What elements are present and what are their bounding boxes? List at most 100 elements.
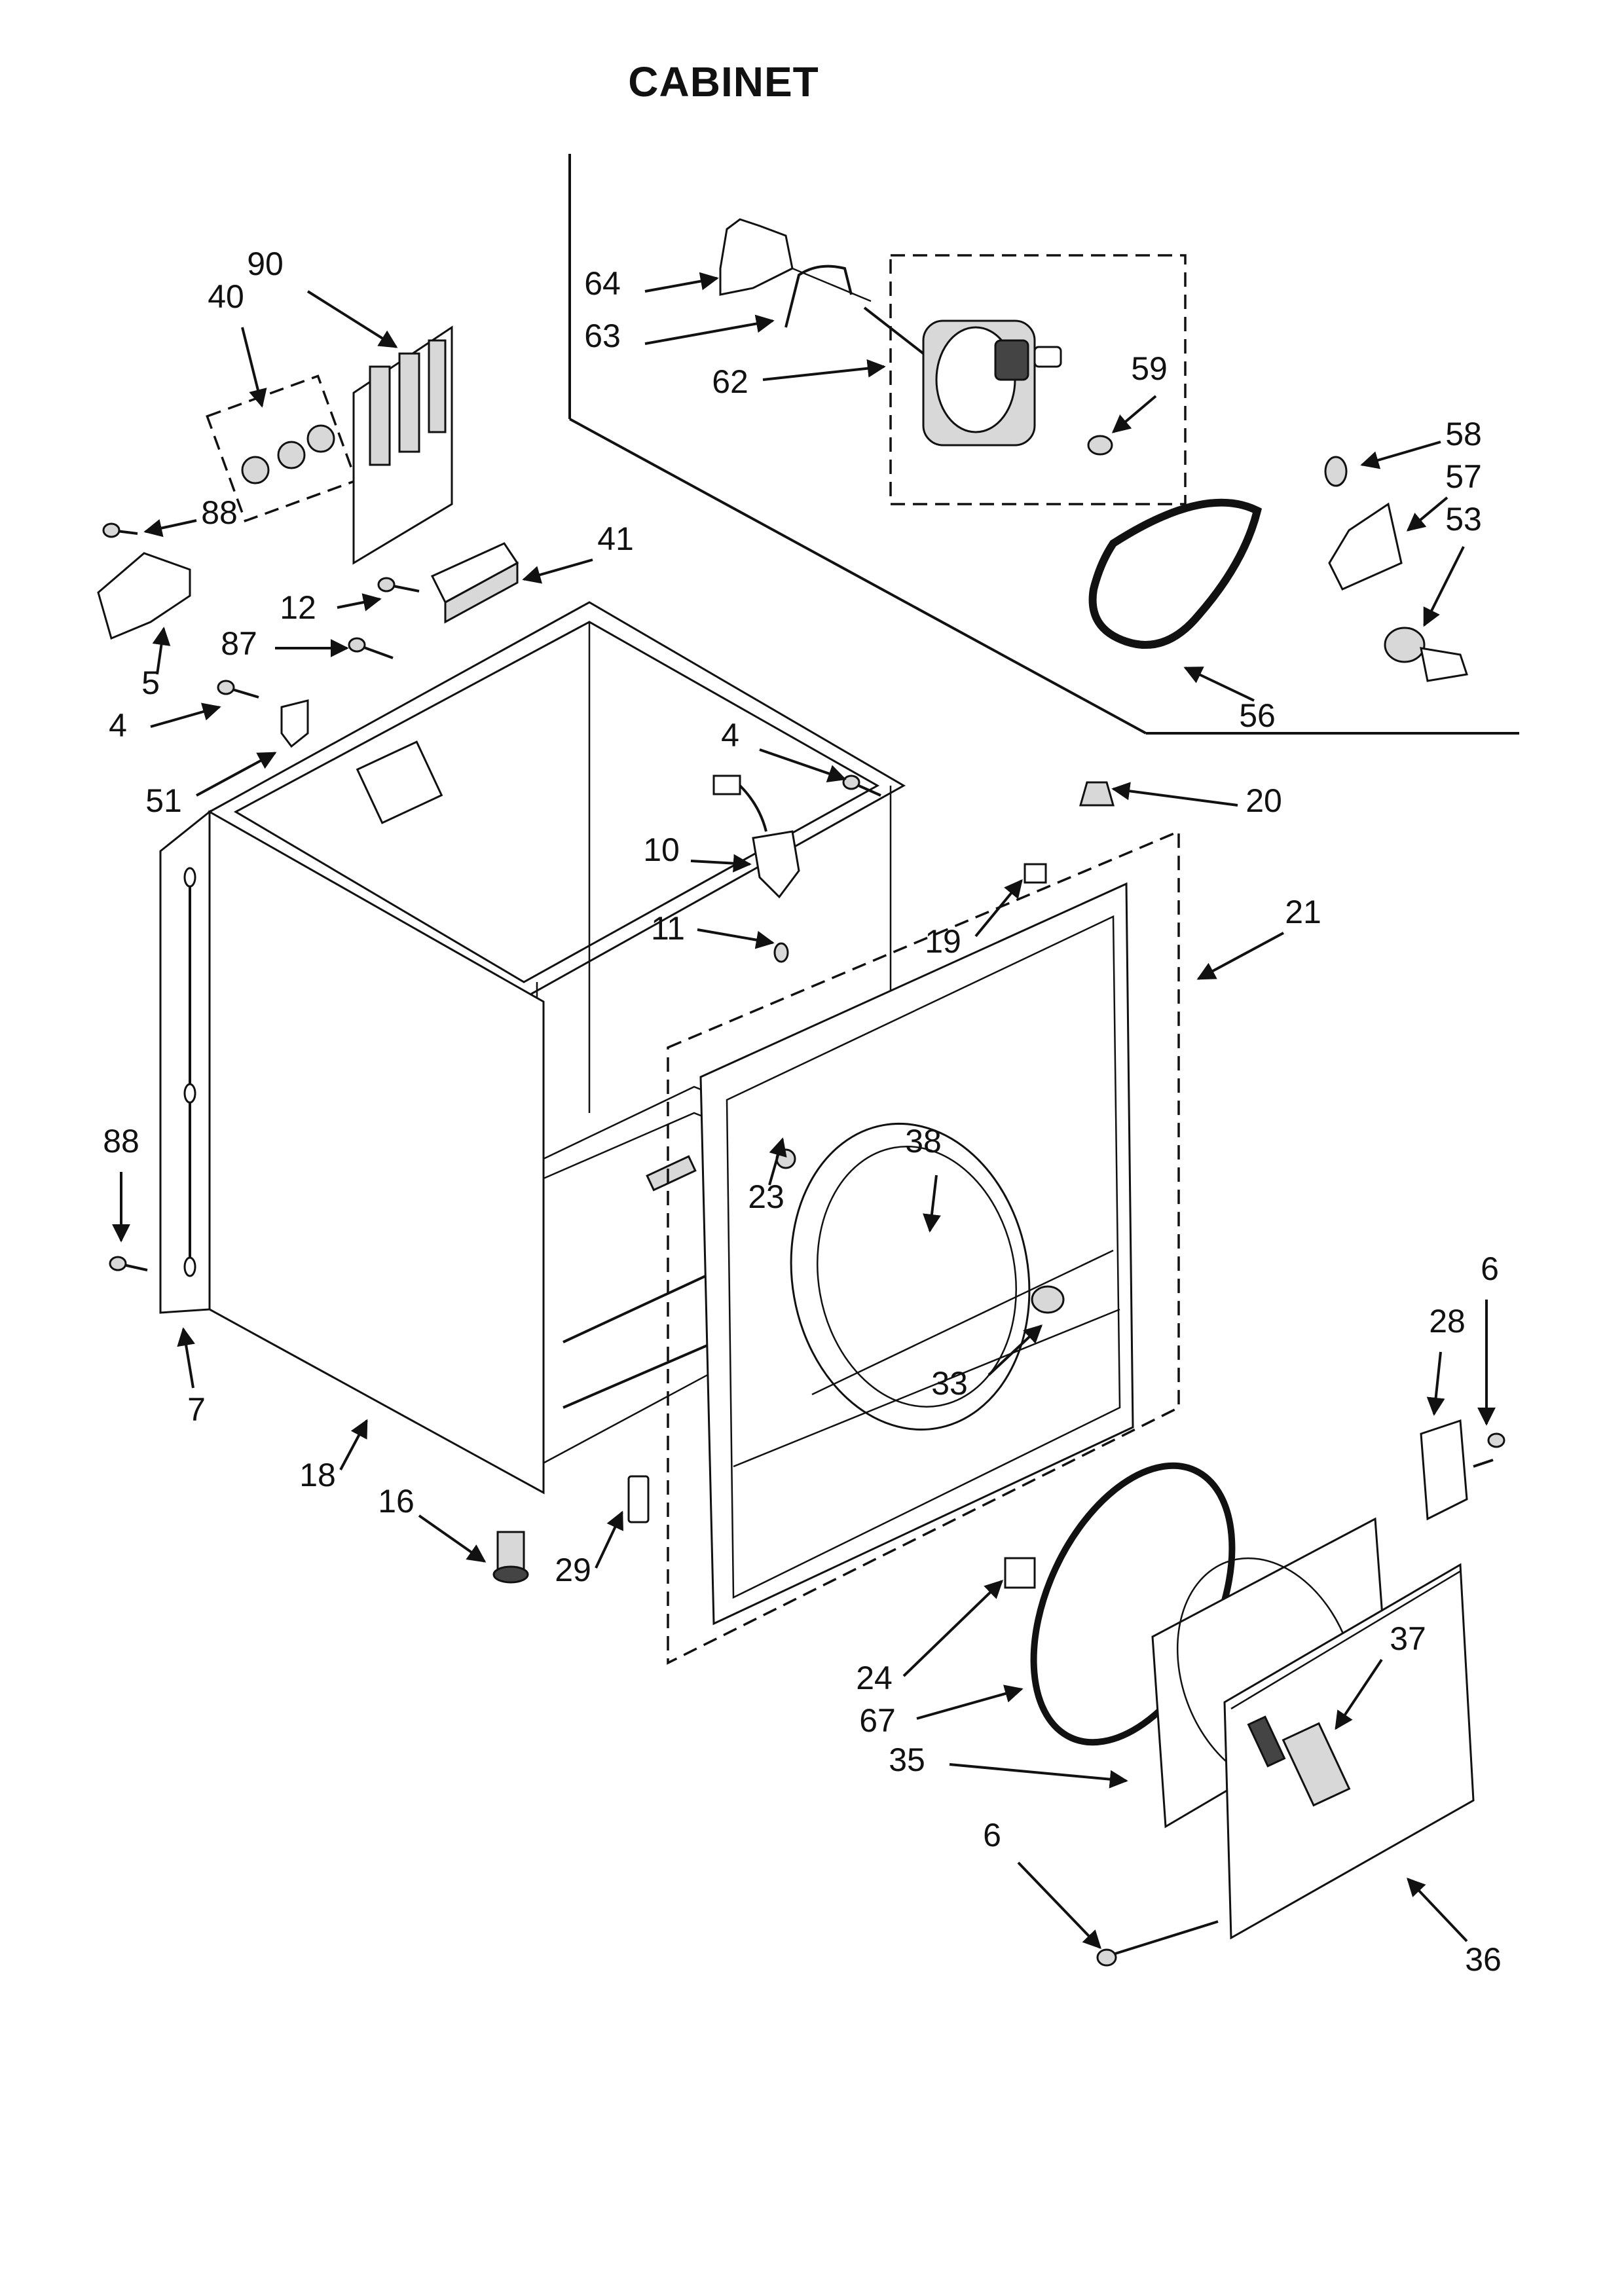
callout-4: 4 xyxy=(721,717,847,782)
callout-10: 10 xyxy=(643,831,752,873)
callout-38: 38 xyxy=(905,1123,942,1233)
leveling-leg xyxy=(492,1531,529,1584)
callout-number: 57 xyxy=(1445,458,1482,495)
door-hinge-28 xyxy=(1420,1419,1505,1521)
callout-number: 56 xyxy=(1239,697,1276,734)
callout-leader-arrow xyxy=(1017,1861,1101,1950)
callout-number: 12 xyxy=(280,589,316,626)
callout-number: 6 xyxy=(1481,1250,1499,1287)
callout-7: 7 xyxy=(177,1327,206,1428)
callout-number: 88 xyxy=(201,494,238,531)
callout-leader-arrow xyxy=(690,854,752,873)
callout-number: 35 xyxy=(889,1741,925,1778)
callout-leader-arrow xyxy=(241,327,267,408)
callout-number: 37 xyxy=(1390,1620,1426,1657)
callout-41: 41 xyxy=(522,520,634,584)
terminal-block-cover xyxy=(97,552,191,640)
clip-19 xyxy=(1024,863,1047,884)
callout-36: 36 xyxy=(1407,1877,1502,1978)
callout-33: 33 xyxy=(931,1324,1043,1402)
callout-number: 18 xyxy=(299,1457,336,1493)
callout-40: 40 xyxy=(208,278,267,408)
callout-24: 24 xyxy=(856,1580,1004,1696)
door-strike-29 xyxy=(627,1475,650,1523)
callout-37: 37 xyxy=(1335,1620,1426,1730)
drive-belt xyxy=(1088,498,1262,649)
callout-leader-arrow xyxy=(196,752,277,797)
callout-leader-arrow xyxy=(974,879,1023,938)
top-hinge-pin-20 xyxy=(1079,781,1115,807)
callout-leader-arrow xyxy=(987,1324,1043,1376)
callout-number: 63 xyxy=(584,318,621,354)
callout-leader-arrow xyxy=(949,1763,1128,1789)
callout-number: 6 xyxy=(983,1817,1001,1853)
callout-number: 88 xyxy=(103,1123,139,1159)
screw-11 xyxy=(773,942,789,963)
motor-retaining-clamp xyxy=(784,264,853,328)
drive-section-boundary xyxy=(568,154,1519,735)
callout-6: 6 xyxy=(983,1817,1101,1950)
motor-mount-bracket xyxy=(719,218,872,302)
callout-56: 56 xyxy=(1183,666,1276,734)
callout-12: 12 xyxy=(280,589,382,626)
screw-88-lower xyxy=(109,1256,148,1271)
callout-number: 29 xyxy=(555,1552,591,1588)
callout-63: 63 xyxy=(584,314,775,354)
callout-leader-arrow xyxy=(916,1685,1024,1720)
callout-leader-arrow xyxy=(1407,1877,1468,1942)
callout-35: 35 xyxy=(889,1741,1128,1789)
callout-leader-arrow xyxy=(1111,395,1157,433)
callout-20: 20 xyxy=(1111,782,1282,819)
callout-leader-arrow xyxy=(306,290,398,348)
door-switch-assembly xyxy=(430,542,519,624)
callout-leader-arrow xyxy=(177,1327,195,1389)
callout-number: 41 xyxy=(597,520,634,557)
callout-number: 51 xyxy=(145,782,182,819)
callout-leader-arrow xyxy=(759,748,847,782)
callout-leader-arrow xyxy=(697,928,775,949)
callout-number: 36 xyxy=(1465,1941,1502,1978)
diagram-title: CABINET xyxy=(628,58,819,105)
callout-leader-arrow xyxy=(418,1514,487,1563)
callout-5: 5 xyxy=(141,627,171,701)
callout-number: 5 xyxy=(141,665,160,701)
callout-number: 24 xyxy=(856,1660,893,1696)
callout-leader-arrow xyxy=(150,702,221,728)
front-panel-group-box xyxy=(667,829,1180,1665)
cabinet-body xyxy=(159,601,906,1495)
callout-88: 88 xyxy=(143,494,238,538)
front-panel xyxy=(699,882,1134,1626)
idler-pulley xyxy=(1384,627,1468,682)
harness-connector xyxy=(712,774,800,899)
callout-leader-arrow xyxy=(595,1510,623,1569)
motor-group-box xyxy=(889,254,1187,505)
callout-87: 87 xyxy=(221,625,349,662)
callout-number: 16 xyxy=(378,1483,415,1520)
callout-62: 62 xyxy=(712,359,886,400)
callout-leader-arrow xyxy=(762,359,886,381)
callout-28: 28 xyxy=(1426,1303,1466,1416)
callout-leader-arrow xyxy=(1406,496,1449,532)
callout-6: 6 xyxy=(1477,1250,1499,1426)
callout-number: 90 xyxy=(247,246,284,282)
callout-leader-arrow xyxy=(902,1580,1004,1677)
callout-number: 62 xyxy=(712,363,748,400)
callout-number: 53 xyxy=(1445,501,1482,538)
outer-door-36 xyxy=(1223,1563,1475,1940)
screw-4-left xyxy=(217,680,259,699)
motor-pulley-clip xyxy=(1087,435,1113,456)
callout-leader-arrow xyxy=(522,558,593,584)
callout-leader-arrow xyxy=(339,1419,368,1470)
callout-number: 7 xyxy=(187,1391,206,1428)
callout-number: 33 xyxy=(931,1365,968,1402)
callout-number: 19 xyxy=(925,923,961,960)
callout-number: 10 xyxy=(643,831,680,868)
callout-leader-arrow xyxy=(1335,1658,1383,1730)
callout-leader-arrow xyxy=(1111,782,1238,807)
callout-23: 23 xyxy=(748,1137,787,1215)
callout-58: 58 xyxy=(1360,416,1482,469)
wire-clip-51 xyxy=(280,699,309,748)
drive-motor xyxy=(863,306,1062,446)
